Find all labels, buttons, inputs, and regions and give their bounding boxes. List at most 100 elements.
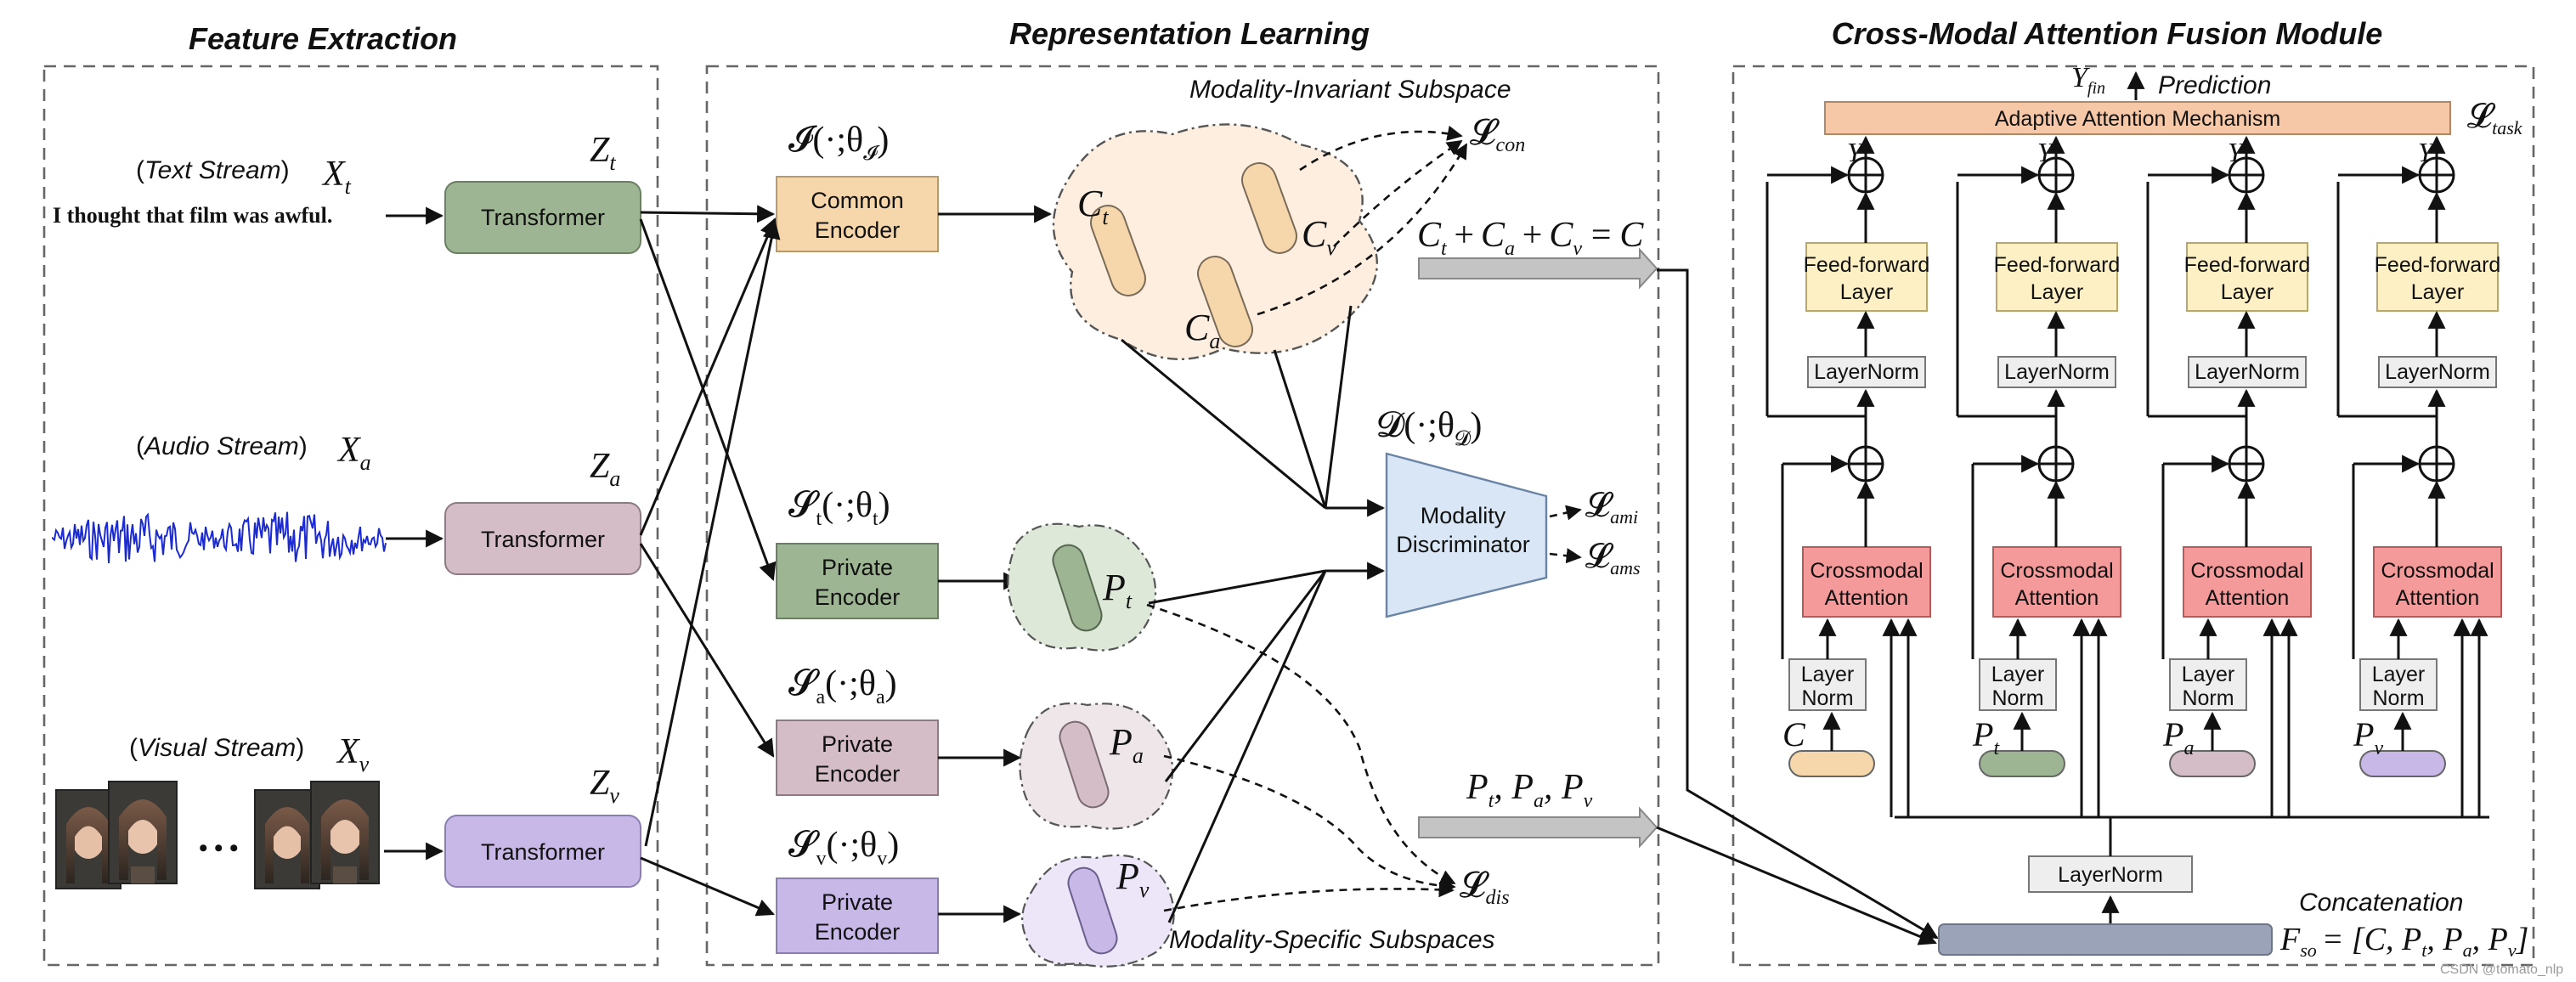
section-title-fusion-module: Cross-Modal Attention Fusion Module (1832, 16, 2383, 51)
residual-add-icon (2037, 156, 2075, 194)
p-a-label: Pa (1109, 721, 1144, 768)
common-encoder-math: 𝓘(·;θ𝓘) (788, 121, 889, 165)
pill-p-t (1052, 544, 1103, 632)
specific-subspace-title: Modality-Specific Subspaces (1169, 926, 1495, 954)
svg-text:Norm: Norm (1991, 686, 2043, 710)
svg-text:Encoder: Encoder (815, 584, 901, 610)
layernorm-top: LayerNorm (2378, 356, 2497, 388)
svg-text:Layer: Layer (2221, 280, 2274, 304)
svg-text:Private: Private (822, 555, 893, 580)
svg-text:Transformer: Transformer (481, 839, 605, 865)
residual-add-icon (1847, 156, 1884, 194)
svg-text:Adaptive Attention Mechanism: Adaptive Attention Mechanism (1995, 107, 2280, 131)
svg-text:Private: Private (822, 889, 893, 915)
svg-text:LayerNorm: LayerNorm (2058, 863, 2163, 887)
f-so-formula: Fso= [C, Pt, Pa, Pv] (2279, 922, 2528, 961)
fusion-module-panel (1731, 65, 2535, 967)
z-a-symbol: Za (590, 447, 620, 491)
svg-text:Private: Private (822, 731, 893, 757)
residual-add-icon (2037, 445, 2075, 483)
input-pill (2359, 750, 2446, 777)
private-encoder-text-math: 𝓢t(·;θt) (788, 486, 890, 530)
section-title-representation-learning: Representation Learning (1009, 16, 1370, 51)
layer-norm-input: LayerNorm (2359, 658, 2438, 711)
text-stream-label: (Text Stream) (136, 156, 290, 184)
column-input-symbol: C (1782, 715, 1806, 753)
layer-norm-input: LayerNorm (2169, 658, 2247, 711)
c-v-label: Cv (1302, 213, 1336, 260)
z-t-symbol: Zt (590, 131, 616, 175)
fusion-column-0: Feed-forwardLayerLayerNormCrossmodalAtte… (1765, 135, 1931, 817)
pill-p-a (1059, 720, 1110, 809)
loss-con: 𝓛con (1470, 114, 1525, 156)
subspaces-to-discriminator-lines (1121, 305, 1386, 923)
private-encoder-audio: Private Encoder (776, 720, 939, 796)
svg-text:Layer: Layer (1991, 663, 2045, 686)
residual-add-icon (2228, 156, 2265, 194)
watermark: CSDN @tomato_nlp (2440, 962, 2563, 977)
svg-text:Encoder: Encoder (815, 919, 901, 945)
fusion-column-1: Feed-forwardLayerLayerNormCrossmodalAtte… (1956, 135, 2121, 817)
svg-text:Modality: Modality (1421, 503, 1506, 528)
visual-stream-label: (Visual Stream) (129, 734, 304, 762)
loss-ami: 𝓛ami (1585, 486, 1638, 528)
loss-ams: 𝓛ams (1585, 537, 1641, 578)
representation-learning-panel (705, 65, 1660, 967)
svg-text:LayerNorm: LayerNorm (1814, 360, 1919, 384)
private-to-concat-line (1656, 826, 1937, 945)
layernorm-top: LayerNorm (1807, 356, 1926, 388)
svg-text:LayerNorm: LayerNorm (2004, 360, 2110, 384)
concatenation-bar (1938, 923, 2273, 956)
private-encoder-audio-math: 𝓢a(·;θa) (788, 664, 897, 708)
svg-text:Attention: Attention (1825, 586, 1909, 610)
private-encoder-text: Private Encoder (776, 543, 939, 619)
svg-text:Layer: Layer (1801, 663, 1855, 686)
discriminator-math: 𝓓(·;θ𝓓) (1376, 406, 1482, 450)
column-input-symbol: Pv (2353, 715, 2383, 759)
y-fin-label: Yfin (2071, 62, 2105, 98)
residual-add-icon (2418, 445, 2455, 483)
private-list: Pt, Pa, Pv (1466, 768, 1593, 812)
x-v-symbol: Xv (336, 732, 370, 776)
video-frames-right (254, 781, 380, 889)
svg-text:Norm: Norm (1801, 686, 1853, 710)
column-arrows (1956, 135, 2108, 817)
svg-text:Layer: Layer (2372, 663, 2426, 686)
svg-text:Encoder: Encoder (815, 217, 901, 243)
svg-text:Discriminator: Discriminator (1396, 532, 1530, 557)
text-example-sentence: I thought that film was awful. (53, 203, 332, 228)
shared-to-concat-line (1657, 268, 1939, 940)
pill-c-t (1090, 205, 1146, 296)
svg-text:Feed-forward: Feed-forward (2375, 253, 2501, 277)
svg-text:Crossmodal: Crossmodal (2381, 559, 2494, 583)
svg-text:Layer: Layer (2031, 280, 2084, 304)
svg-text:Crossmodal: Crossmodal (2000, 559, 2113, 583)
dis-loss-arrows (1146, 603, 1456, 912)
layer-norm-input: LayerNorm (1788, 658, 1867, 711)
frames-ellipsis: • • • (199, 834, 239, 862)
bottom-layernorm: LayerNorm (2028, 855, 2193, 893)
svg-text:Common: Common (811, 188, 904, 213)
svg-text:Attention: Attention (2015, 586, 2099, 610)
con-loss-arrows (1257, 125, 1468, 316)
layernorm-top: LayerNorm (1997, 356, 2116, 388)
column-input-symbol: Pa (2162, 715, 2194, 759)
x-a-symbol: Xa (336, 431, 371, 475)
transformer-text: Transformer (444, 181, 641, 254)
invariant-subspace-title: Modality-Invariant Subspace (1189, 76, 1511, 104)
p-v-label: Pv (1116, 855, 1150, 902)
svg-text:Feed-forward: Feed-forward (2184, 253, 2311, 277)
svg-text:Attention: Attention (2396, 586, 2480, 610)
sum-formula: Ct+Ca+Cv=C (1417, 216, 1644, 260)
svg-text:Encoder: Encoder (815, 761, 901, 787)
loss-task: 𝓛task (2467, 97, 2523, 138)
audio-stream-label: (Audio Stream) (136, 432, 308, 460)
audio-waveform (52, 511, 387, 563)
shared-repr-arrow (1418, 247, 1658, 290)
transformer-audio: Transformer (444, 502, 641, 575)
